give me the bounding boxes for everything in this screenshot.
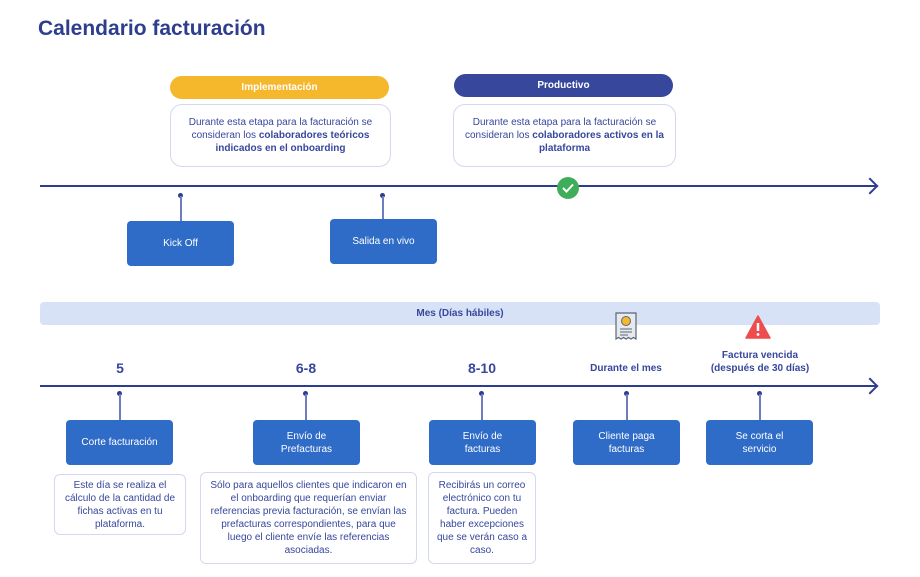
desc-bold: colaboradores activos en la plataforma <box>532 130 664 154</box>
step-dot <box>757 391 762 396</box>
milestone-salida-en-vivo: Salida en vivo <box>330 219 437 264</box>
step-when: Durante el mes <box>590 363 662 374</box>
month-bar: Mes (Días hábiles) <box>40 302 880 325</box>
step-action: Envío de Prefacturas <box>253 420 360 465</box>
timeline-1 <box>40 185 876 187</box>
step-action: Corte facturación <box>66 420 173 465</box>
step-stem <box>119 394 121 420</box>
step-stem <box>626 394 628 420</box>
desc-bold: colaboradores teóricos indicados en el o… <box>215 130 370 154</box>
arrow-right-icon <box>861 377 879 395</box>
step-dot <box>624 391 629 396</box>
phase-implementacion-pill: Implementación <box>170 76 389 99</box>
step-when: Factura vencida (después de 30 días) <box>710 350 810 374</box>
milestone-stem <box>382 196 384 219</box>
step-dot <box>117 391 122 396</box>
step-when: 6-8 <box>295 360 317 376</box>
step-action: Cliente paga facturas <box>573 420 680 465</box>
step-note: Sólo para aquellos clientes que indicaro… <box>200 472 417 564</box>
check-icon <box>557 177 579 199</box>
phase-implementacion-desc: Durante esta etapa para la facturación s… <box>170 104 391 167</box>
milestone-stem <box>180 196 182 221</box>
desc-text: Durante esta etapa para la facturación s… <box>188 117 373 141</box>
step-when: 8-10 <box>467 360 497 376</box>
milestone-dot <box>380 193 385 198</box>
step-dot <box>303 391 308 396</box>
step-dot <box>479 391 484 396</box>
arrow-right-icon <box>861 177 879 195</box>
phase-productivo-pill: Productivo <box>454 74 673 97</box>
step-note: Este día se realiza el cálculo de la can… <box>54 474 186 535</box>
receipt-icon <box>614 312 638 347</box>
step-stem <box>481 394 483 420</box>
step-note: Recibirás un correo electrónico con tu f… <box>428 472 536 564</box>
warning-icon <box>745 315 771 344</box>
page-title: Calendario facturación <box>38 17 266 40</box>
step-action: Se corta el servicio <box>706 420 813 465</box>
timeline-2 <box>40 385 876 387</box>
step-when: 5 <box>116 360 124 376</box>
step-stem <box>305 394 307 420</box>
milestone-kick-off: Kick Off <box>127 221 234 266</box>
phase-productivo-desc: Durante esta etapa para la facturación s… <box>453 104 676 167</box>
milestone-dot <box>178 193 183 198</box>
desc-text: Durante esta etapa para la facturación s… <box>465 117 657 141</box>
step-stem <box>759 394 761 420</box>
step-action: Envío de facturas <box>429 420 536 465</box>
